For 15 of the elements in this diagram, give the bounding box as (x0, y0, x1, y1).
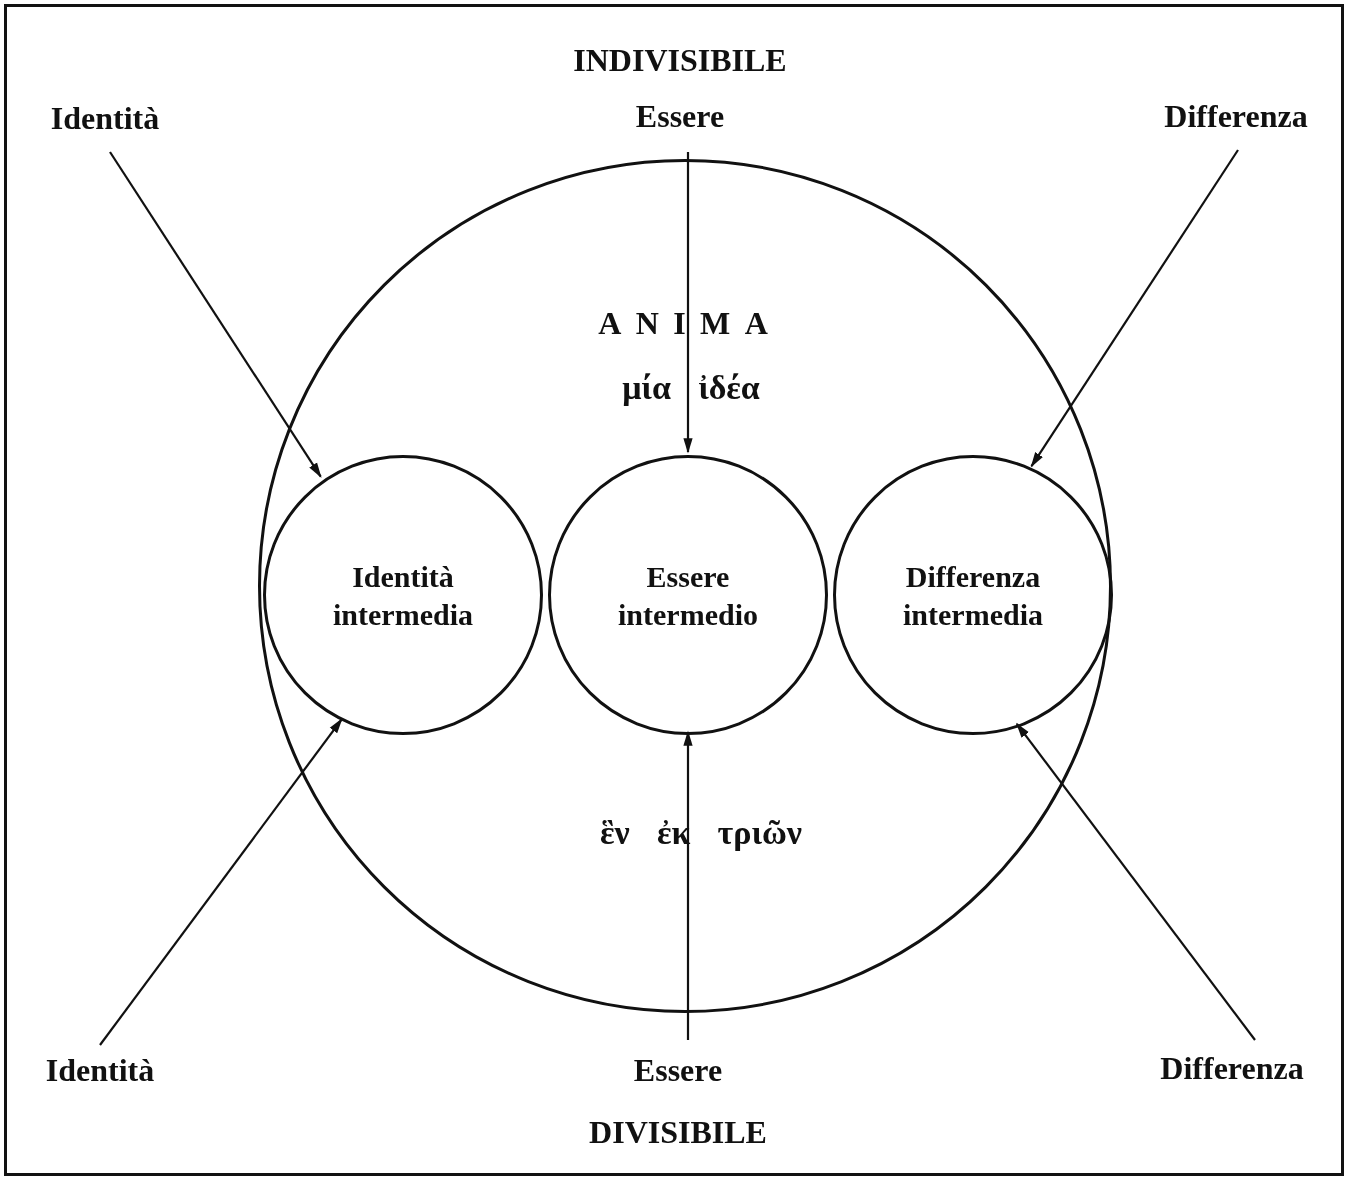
inner-circle (548, 455, 828, 735)
arrow (1030, 149, 1239, 468)
inner-circle (263, 455, 543, 735)
greek-text: μία ἰδέα (622, 369, 760, 407)
arrow (683, 152, 693, 454)
heading-label: DIVISIBILE (589, 1113, 767, 1151)
arrow (1015, 722, 1256, 1041)
inner-circle (833, 455, 1113, 735)
arrow (109, 151, 322, 478)
heading-label: INDIVISIBILE (573, 41, 787, 79)
outer-circle (258, 159, 1112, 1013)
circle-label: Essere intermedio (617, 558, 759, 632)
arrow (99, 718, 343, 1046)
circle-label: Identità intermedia (332, 558, 474, 632)
circle-label: Differenza intermedia (902, 558, 1044, 632)
